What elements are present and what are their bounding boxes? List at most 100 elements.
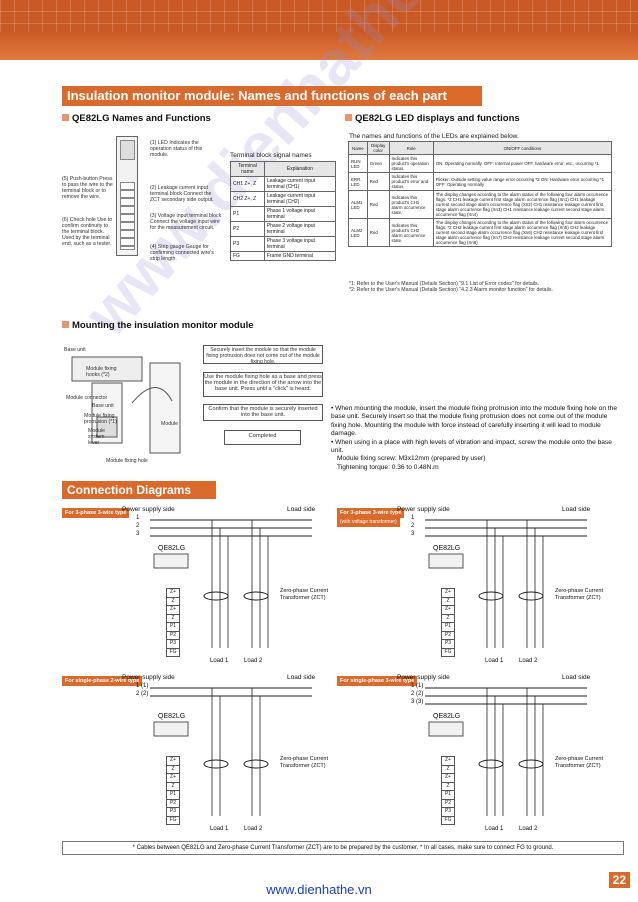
module-illustration — [116, 136, 138, 256]
terminal-cell: Z+ — [166, 588, 180, 598]
terminal-cell: Z — [166, 597, 180, 606]
mounting-illustration — [62, 343, 187, 465]
mount-label-connector: Module connector — [66, 395, 108, 401]
terminal-cell: Z — [441, 614, 455, 623]
zct-label: Zero-phase Current Transformer (ZCT) — [555, 756, 603, 769]
terminal-cell: P2 — [166, 631, 180, 640]
callout-voltage-terminal: (3) Voltage input terminal block Connect… — [150, 213, 222, 231]
top-decorative-band — [0, 0, 638, 60]
terminal-cell: Z — [441, 782, 455, 791]
connection-title-bar: Connection Diagrams — [62, 481, 216, 499]
terminal-cell: P2 — [166, 799, 180, 808]
line-label: 2 (2) — [411, 691, 424, 697]
line-label: 3 — [136, 531, 140, 537]
mount-label-module: Module — [161, 421, 179, 427]
mount-label-lever: Module system lever — [88, 428, 106, 446]
callout-check-hole: (6) Check hole Use to confirm continuity… — [62, 217, 113, 247]
callout-led: (1) LED Indicates the operation status o… — [150, 140, 203, 158]
line-label: 1 (1) — [136, 683, 149, 689]
connection-diagram: For 3-phase 3-wire type(with voltage tra… — [337, 506, 607, 668]
led-heading: QE82LG LED displays and functions — [345, 113, 520, 124]
names-heading: QE82LG Names and Functions — [62, 113, 211, 124]
terminal-cell: P1 — [441, 623, 455, 632]
load-1-label: Load 1 — [210, 826, 229, 832]
mount-step-2: Use the module fixing hole as a base and… — [203, 372, 323, 397]
load-side-label: Load side — [287, 506, 316, 513]
terminal-cell: Z — [441, 765, 455, 774]
mounting-notes: • When mounting the module, insert the m… — [331, 405, 621, 472]
terminal-cell: P3 — [166, 640, 180, 649]
terminal-cell: FG — [166, 816, 180, 825]
load-1-label: Load 1 — [210, 658, 229, 664]
terminal-cell: Z — [166, 765, 180, 774]
module-name: QE82LG — [433, 545, 461, 552]
terminal-cell: Z+ — [166, 606, 180, 615]
zct-label: Zero-phase Current Transformer (ZCT) — [280, 756, 328, 769]
terminal-cell: P1 — [441, 791, 455, 800]
terminal-cell: P2 — [441, 631, 455, 640]
mount-step-1: Securely insert the module so that the m… — [203, 345, 323, 365]
line-label: 3 — [411, 531, 415, 537]
module-name: QE82LG — [158, 713, 186, 720]
mount-label-protrusion: Module fixing protrusion (*1) — [84, 413, 117, 425]
line-label: 1 (1) — [411, 683, 424, 689]
module-name: QE82LG — [158, 545, 186, 552]
line-label: 2 — [411, 523, 415, 529]
terminal-cell: FG — [166, 648, 180, 657]
line-label: 3 (3) — [411, 699, 424, 705]
mounting-heading: Mounting the insulation monitor module — [62, 320, 254, 331]
connection-note: * Cables between QE82LG and Zero-phase C… — [62, 841, 624, 855]
mount-label-fixing-hole: Module fixing hole — [106, 458, 148, 464]
callout-strip-gauge: (4) Strip gauge Gauge for confirming con… — [150, 244, 214, 262]
terminal-cell: P3 — [166, 808, 180, 817]
mount-step-completed: Completed — [224, 430, 301, 445]
diagram-type-tag: For 3-phase 3-wire type — [62, 508, 130, 518]
terminal-cell: P2 — [441, 799, 455, 808]
callout-leakage-terminal: (2) Leakage current input terminal block… — [150, 185, 214, 203]
load-side-label: Load side — [287, 674, 316, 681]
terminal-cell: Z+ — [441, 606, 455, 615]
led-notes: *1: Refer to the User's Manual (Details … — [349, 281, 553, 293]
power-supply-label: Power supply side — [122, 674, 175, 681]
zct-label: Zero-phase Current Transformer (ZCT) — [555, 588, 603, 601]
mount-label-base-unit-2: Base unit — [92, 403, 114, 409]
line-label: 1 — [136, 515, 140, 521]
led-intro: The names and functions of the LEDs are … — [349, 133, 519, 140]
load-2-label: Load 2 — [244, 826, 263, 832]
mount-label-hooks: Module fixing hooks (*2) — [86, 366, 117, 378]
line-label: 1 — [411, 515, 415, 521]
page-number: 22 — [608, 872, 630, 888]
terminal-cell: P3 — [441, 808, 455, 817]
module-name: QE82LG — [433, 713, 461, 720]
terminal-cell: Z+ — [441, 588, 455, 598]
section-title-bar: Insulation monitor module: Names and fun… — [62, 86, 482, 106]
power-supply-label: Power supply side — [122, 506, 175, 513]
diagram-subtag: (with voltage transformer) — [337, 517, 400, 527]
diagram-type-tag: For single-phase 3-wire type — [337, 676, 418, 686]
load-2-label: Load 2 — [519, 658, 538, 664]
connection-title: Connection Diagrams — [67, 483, 192, 497]
diagram-type-tag: For 3-phase 3-wire type — [337, 508, 405, 518]
terminal-cell: Z+ — [166, 774, 180, 783]
terminal-cell: P1 — [166, 791, 180, 800]
mounting-bullet: • When mounting the module, insert the m… — [331, 405, 618, 438]
load-1-label: Load 1 — [485, 826, 504, 832]
footer-url[interactable]: www.dienhathe.vn — [266, 882, 372, 897]
power-supply-label: Power supply side — [397, 506, 450, 513]
power-supply-label: Power supply side — [397, 674, 450, 681]
terminal-cell: Z+ — [441, 774, 455, 783]
line-label: 2 — [136, 523, 140, 529]
